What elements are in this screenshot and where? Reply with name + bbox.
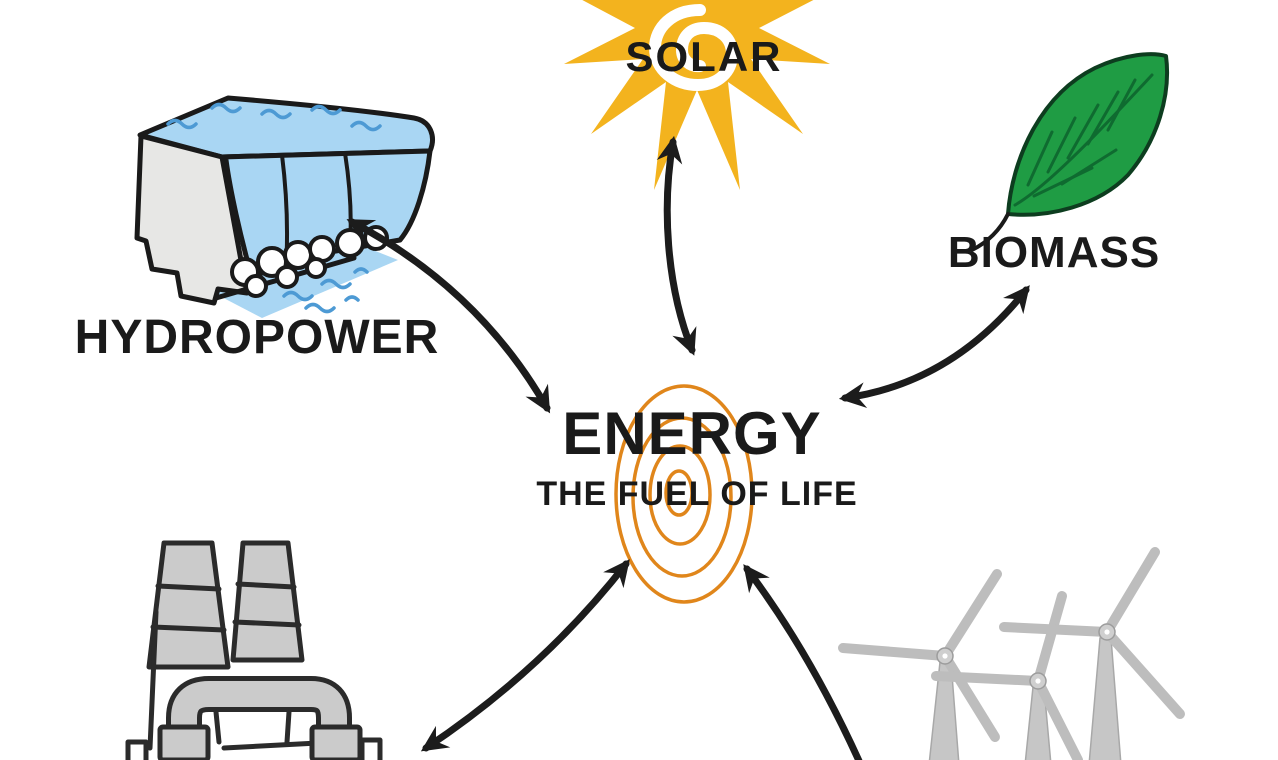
arrow-wind-energy xyxy=(743,564,863,760)
factory-chimney-right xyxy=(230,540,305,663)
label-hydropower: HYDROPOWER xyxy=(74,311,440,364)
leaf-icon xyxy=(970,52,1170,252)
pipe-base-line xyxy=(221,740,321,751)
factory-wall-line xyxy=(147,609,159,751)
arrow-hydropower-energy xyxy=(346,218,551,414)
arch-pipe xyxy=(171,681,347,760)
dam-waterfall-icon xyxy=(134,95,435,318)
leaf-veins xyxy=(1013,73,1154,207)
dam-face xyxy=(134,133,250,306)
factory-icon xyxy=(125,540,383,760)
wind-turbines-icon xyxy=(838,547,1185,760)
label-solar: SOLAR xyxy=(625,33,783,80)
pipe-flange-right xyxy=(309,724,363,760)
wind-turbine xyxy=(999,547,1185,760)
arrow-biomass-energy xyxy=(838,285,1030,408)
label-biomass: BIOMASS xyxy=(947,228,1161,277)
arrow-solar-energy xyxy=(656,135,697,356)
pipe-small-right xyxy=(284,709,292,745)
center-subtitle: THE FUEL OF LIFE xyxy=(536,475,858,513)
building-bracket-right xyxy=(359,737,383,760)
building-bracket-left xyxy=(125,739,149,760)
wind-turbine xyxy=(931,591,1083,760)
chimney-left-bands xyxy=(150,583,227,633)
chimney-right-bands xyxy=(232,581,302,628)
leaf-blade xyxy=(1006,52,1170,217)
orange-spiral-icon xyxy=(614,384,754,604)
sun-icon xyxy=(564,0,830,190)
arrow-fossil-energy xyxy=(420,559,630,752)
center-title: ENERGY xyxy=(562,400,822,467)
connection-arrows xyxy=(346,135,1030,760)
reservoir-water xyxy=(137,95,435,160)
sun-rays xyxy=(564,0,830,190)
leaf-stem xyxy=(970,212,1010,252)
factory-chimney-left xyxy=(146,540,231,670)
wind-turbine xyxy=(838,569,1002,760)
pipe-flange-left xyxy=(157,724,211,760)
sun-spiral xyxy=(648,4,739,92)
pipe-small-left xyxy=(213,709,222,745)
